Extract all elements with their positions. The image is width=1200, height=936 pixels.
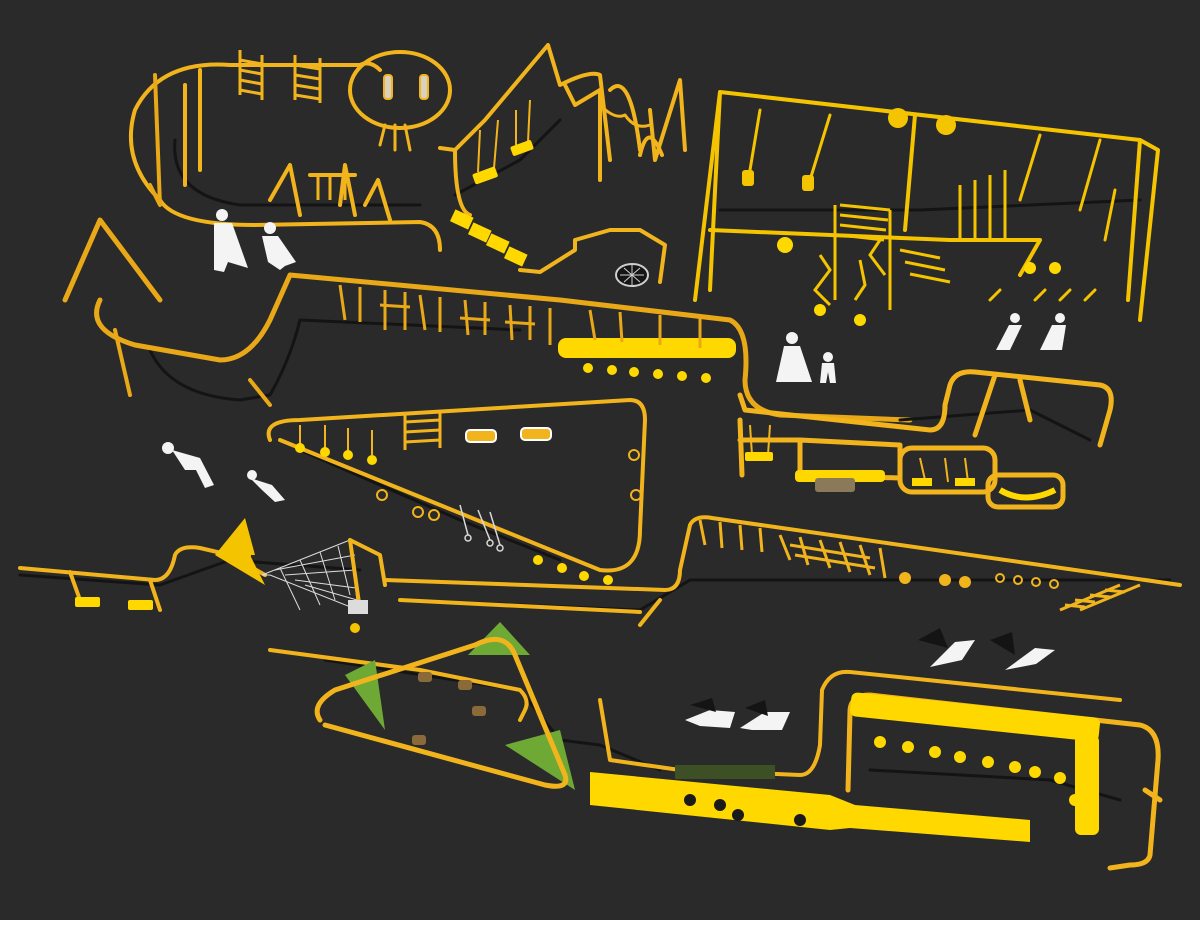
hanging-ring-icon: [383, 74, 429, 100]
net-climb-frame: [18, 545, 267, 612]
parent-child-icon: [776, 332, 836, 383]
zone-net-climb: [18, 518, 387, 633]
grass-strip-icon: [675, 765, 775, 779]
hanging-ring-icon: [899, 572, 971, 588]
oval-track-frame: [128, 61, 442, 252]
platform-icon: [590, 692, 1100, 842]
punch-bag-icon: [295, 425, 377, 465]
exercise-machine-icon: [465, 427, 552, 443]
pad-icon: [348, 600, 368, 614]
zone-swing-loops: [737, 369, 1114, 510]
hanging-ring-icon: [742, 108, 956, 191]
stone-slab-icon: [815, 478, 855, 492]
zone-oval-ladders: [128, 50, 452, 252]
pad-icon: [777, 237, 1061, 326]
zone-winding-track: [62, 217, 913, 423]
ladder-icon: [1059, 583, 1141, 612]
figure-shadows: [690, 628, 1015, 716]
triangle-rail-frame: [314, 636, 569, 789]
triangle-frame: [266, 398, 647, 573]
pad-icon: [350, 623, 360, 633]
couple-walking-icon: [996, 313, 1066, 350]
zone-triangle-circuit: [266, 398, 647, 585]
step-block-icon: [449, 209, 528, 267]
monkey-bars-icon: [698, 519, 887, 579]
hanging-ring-icon: [459, 504, 504, 552]
stepping-stone-icon: [412, 672, 486, 745]
platform-icon: [558, 309, 736, 358]
exercise-bike-icon: [376, 449, 642, 521]
sprinter-icon: [930, 640, 1055, 670]
zone-gym-frame: [693, 90, 1160, 326]
ring-track-icon: [348, 50, 452, 130]
zone-yellow-platform: [590, 692, 1163, 871]
tunnel-icon: [897, 445, 1066, 510]
person-pair-icon: [214, 209, 296, 272]
long-rail-frame: [383, 515, 1182, 627]
swing-loops-frame: [737, 369, 1114, 448]
runner-icon: [162, 442, 285, 502]
round-pad-icon: [684, 794, 806, 826]
trampoline-icon: [615, 263, 649, 287]
ladder-icon: [403, 413, 442, 450]
crawler-icon: [685, 710, 790, 730]
grass-triangle-frame: [268, 648, 1122, 777]
hanging-ring-icon: [995, 573, 1059, 589]
punch-bag-icon: [533, 555, 613, 585]
swing-seat-icon: [745, 424, 773, 461]
climbing-ladder-icon: [238, 50, 322, 103]
climbing-net-icon: [261, 539, 359, 611]
hanging-ring-icon: [583, 363, 711, 383]
pull-up-bar-icon: [338, 284, 552, 345]
monkey-bars-icon: [833, 170, 1007, 310]
spinner-icon: [215, 518, 265, 585]
figures: [162, 209, 1066, 730]
climbing-wall-icon: [813, 239, 951, 307]
swing-bar-icon: [316, 175, 347, 200]
round-pad-icon: [874, 736, 1081, 806]
swing-seat-icon: [472, 99, 534, 185]
gym-frame-structure: [693, 90, 1160, 322]
zone-swing-arches: [438, 43, 687, 287]
zone-grass-triangle: [268, 622, 1122, 790]
swing-seat-icon: [75, 597, 153, 610]
zone-long-rail: [383, 515, 1182, 627]
